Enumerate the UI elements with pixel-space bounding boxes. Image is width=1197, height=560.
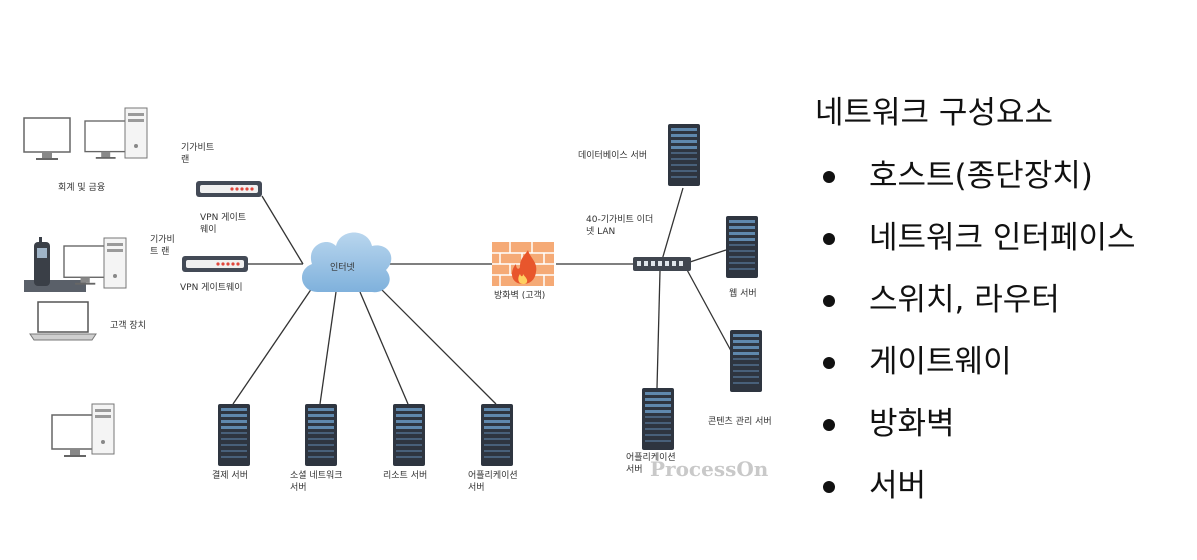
list-item: 서버 xyxy=(815,458,1195,520)
cms-server-label: 콘텐츠 관리 서버 xyxy=(708,416,772,427)
list-item: 게이트웨이 xyxy=(815,334,1195,396)
office-computer-label: 회계 및 금융 xyxy=(58,181,105,193)
list-item: 방화벽 xyxy=(815,396,1195,458)
bullet-icon xyxy=(823,481,835,493)
components-panel: 네트워크 구성요소 호스트(종단장치) 네트워크 인터페이스 스위치, 라우터 … xyxy=(815,92,1195,520)
social-network-server-icon xyxy=(305,404,337,466)
firewall-icon xyxy=(492,242,554,286)
bullet-icon xyxy=(823,171,835,183)
connection-lines xyxy=(232,187,737,405)
vpn-gateway-1 xyxy=(196,181,262,197)
database-server-label: 데이터베이스 서버 xyxy=(578,150,647,161)
standalone-computer xyxy=(51,403,115,458)
list-item-text: 게이트웨이 xyxy=(869,344,1012,380)
web-server-label: 웹 서버 xyxy=(729,288,757,299)
list-item-text: 방화벽 xyxy=(869,406,955,442)
application-server-right-icon xyxy=(642,388,674,450)
list-item-text: 서버 xyxy=(869,468,927,504)
list-item: 스위치, 라우터 xyxy=(815,272,1195,334)
panel-title: 네트워크 구성요소 xyxy=(815,95,1054,131)
vpn-gateway-2-label: VPN 게이트웨이 xyxy=(180,281,243,293)
bullet-icon xyxy=(823,357,835,369)
phone-workstation xyxy=(24,237,127,292)
watermark: ProcessOn xyxy=(650,457,769,481)
customer-laptop xyxy=(29,301,97,341)
bullet-icon xyxy=(823,419,835,431)
payment-server-icon xyxy=(218,404,250,466)
payment-server-label: 결제 서버 xyxy=(212,470,248,481)
office-computer xyxy=(23,107,148,161)
network-switch-icon xyxy=(633,257,691,271)
list-item: 네트워크 인터페이스 xyxy=(815,210,1195,272)
list-item-text: 네트워크 인터페이스 xyxy=(869,220,1136,256)
list-item-text: 스위치, 라우터 xyxy=(869,282,1060,318)
database-server-icon xyxy=(668,124,700,186)
bullet-icon xyxy=(823,233,835,245)
components-list: 호스트(종단장치) 네트워크 인터페이스 스위치, 라우터 게이트웨이 방화벽 … xyxy=(815,148,1195,520)
web-server-icon xyxy=(726,216,758,278)
list-item-text: 호스트(종단장치) xyxy=(869,158,1093,194)
cms-server-icon xyxy=(730,330,762,392)
internet-cloud xyxy=(301,232,392,293)
resort-server-label: 리소트 서버 xyxy=(383,470,427,481)
internet-label: 인터넷 xyxy=(330,262,355,273)
vpn-gateway-2 xyxy=(182,256,248,272)
list-item: 호스트(종단장치) xyxy=(815,148,1195,210)
resort-server-icon xyxy=(393,404,425,466)
bullet-icon xyxy=(823,295,835,307)
firewall-label: 방화벽 (고객) xyxy=(494,290,545,301)
application-server-icon xyxy=(481,404,513,466)
customer-device-label: 고객 장치 xyxy=(110,319,146,331)
